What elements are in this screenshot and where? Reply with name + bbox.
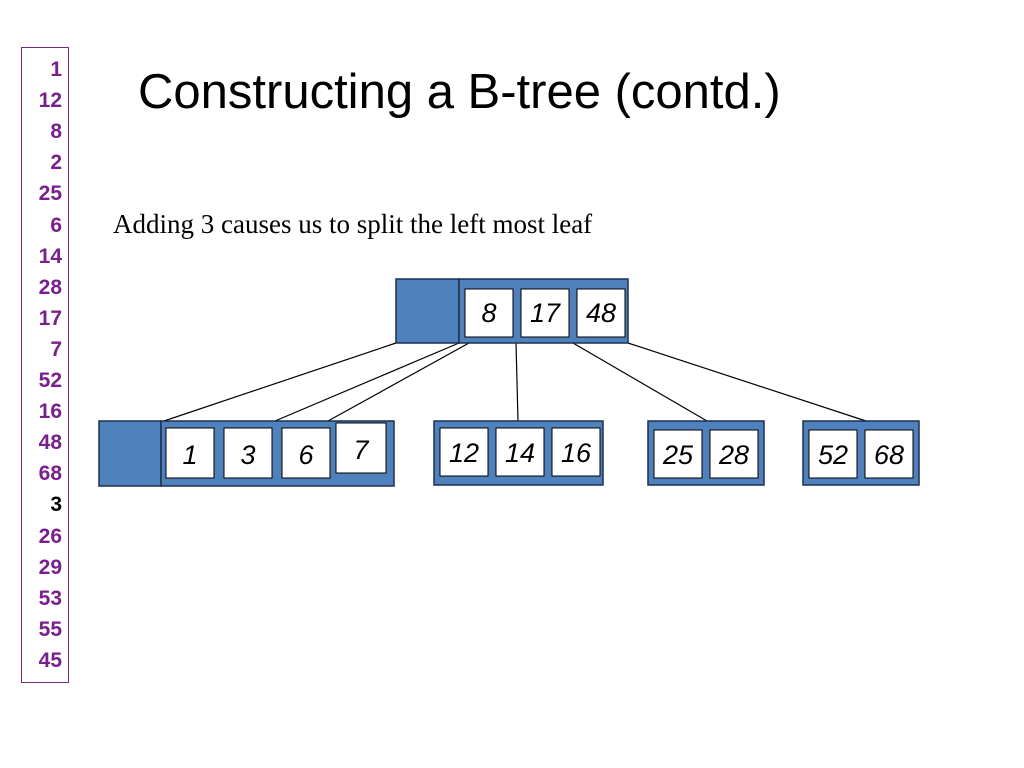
leaf-node: 25 28 [647, 420, 765, 486]
sequence-item: 25 [38, 182, 62, 206]
tree-edges [163, 342, 867, 422]
leaf-key-box [495, 427, 545, 477]
leaf-key-box [165, 427, 215, 479]
sequence-item: 48 [38, 431, 62, 455]
sequence-item: 2 [50, 151, 62, 175]
leaf-node: 1 3 6 7 [98, 420, 395, 487]
sequence-item: 53 [38, 586, 62, 610]
leaf-key-box [281, 427, 331, 479]
insertion-sequence-panel: 1 12 8 2 25 6 14 28 17 7 52 16 48 68 3 26 29 53 55 45 [21, 47, 69, 683]
sequence-item: 45 [38, 648, 62, 672]
sequence-item: 8 [50, 120, 62, 144]
sequence-item: 6 [50, 213, 62, 237]
leaf-key-box [551, 427, 601, 477]
root-key-box [464, 288, 514, 338]
leaf-key: 6 [298, 440, 314, 470]
leaf-key-box [709, 429, 759, 479]
sequence-item: 12 [38, 89, 62, 113]
leaf-key: 16 [561, 438, 592, 468]
root-key: 8 [481, 298, 496, 328]
leaf-key-box [864, 429, 914, 479]
sequence-item: 26 [38, 524, 62, 548]
leaf-key-box [439, 427, 489, 477]
sequence-item: 68 [38, 462, 62, 486]
edge-root-to-leaf [274, 342, 460, 422]
leaf-key-box [223, 427, 273, 479]
slide-subtitle: Adding 3 causes us to split the left mos… [113, 209, 593, 239]
slide-title: Constructing a B-tree (contd.) [138, 65, 781, 119]
leaf-key-box-new [335, 422, 387, 474]
sequence-item: 1 [50, 58, 62, 81]
leaf-key: 25 [662, 440, 694, 470]
root-key: 48 [586, 298, 616, 328]
leaf-key-box [808, 429, 858, 479]
leaf-key-box [653, 429, 703, 479]
sequence-item: 16 [38, 400, 62, 424]
edge-root-to-leaf [515, 342, 519, 422]
edge-root-to-leaf [627, 342, 867, 422]
root-node: 8 17 48 [395, 278, 629, 344]
edge-root-to-leaf [163, 342, 397, 422]
leaf-key: 68 [874, 440, 904, 470]
leaf-key: 12 [449, 438, 479, 468]
leaf-node: 12 14 16 [433, 420, 604, 486]
sequence-item: 7 [50, 337, 62, 361]
leaf-key: 3 [240, 440, 255, 470]
root-node-pointer-block [395, 278, 460, 344]
root-key-box [576, 288, 626, 338]
sequence-item: 28 [38, 275, 62, 299]
sequence-item: 29 [38, 555, 62, 579]
leaf-node: 52 68 [802, 420, 920, 486]
leaf-key: 7 [353, 435, 369, 465]
root-key: 17 [530, 298, 561, 328]
sequence-item: 52 [38, 369, 62, 392]
leaf-key: 14 [505, 438, 535, 468]
root-key-box [520, 288, 570, 338]
leaf-key: 28 [718, 440, 749, 470]
sequence-item: 17 [38, 306, 62, 330]
leaf-key: 52 [818, 440, 848, 470]
sequence-item: 14 [38, 244, 62, 268]
sequence-item: 55 [38, 617, 62, 641]
sequence-item-current: 3 [50, 493, 62, 517]
edge-root-to-leaf [327, 342, 470, 422]
leaf-node-pointer-block [98, 420, 162, 487]
leaf-key: 1 [182, 440, 197, 470]
edge-root-to-leaf [572, 342, 708, 422]
